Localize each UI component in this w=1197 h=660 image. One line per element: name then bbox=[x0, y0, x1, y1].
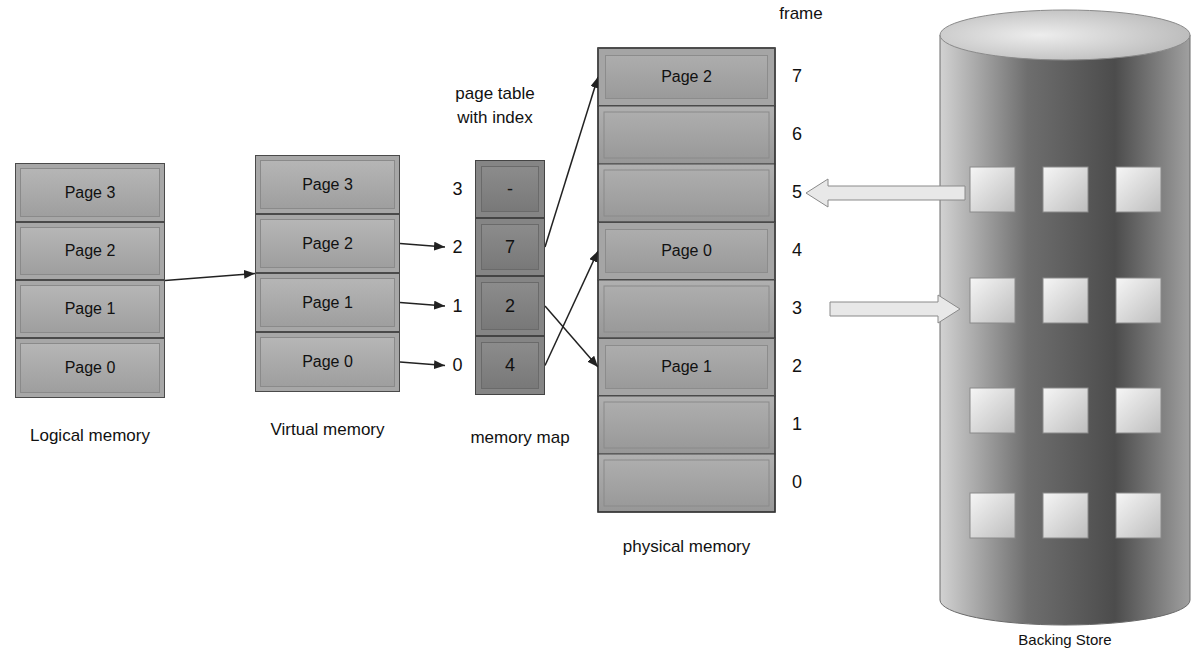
page-label: Page 1 bbox=[302, 294, 353, 312]
storage-label: Backing Store bbox=[1018, 631, 1111, 648]
table-cell: 2 bbox=[475, 276, 545, 336]
page-label: Page 2 bbox=[661, 68, 712, 86]
backing-store: Backing Store bbox=[940, 10, 1190, 625]
page-table-entry: 3- bbox=[445, 160, 545, 218]
frame-index: 2 bbox=[792, 356, 802, 376]
memory-label: Virtual memory bbox=[271, 420, 385, 439]
text-wrap: 3 bbox=[445, 160, 470, 218]
mapping-arrow bbox=[400, 362, 445, 366]
text-wrap: physical memory bbox=[578, 537, 795, 557]
page-index: 0 bbox=[452, 355, 462, 376]
page-label: Page 0 bbox=[65, 359, 116, 377]
page-index: 3 bbox=[452, 179, 462, 200]
frame-index: 0 bbox=[792, 472, 802, 492]
page-label: Page 0 bbox=[661, 242, 712, 260]
table-heading: page table with index bbox=[455, 84, 534, 127]
text-wrap: frame bbox=[776, 4, 826, 24]
frame-index: 1 bbox=[792, 414, 802, 434]
text-wrap: Virtual memory bbox=[245, 420, 410, 440]
page-box: Page 0 bbox=[15, 338, 165, 398]
memory-stack: Virtual memoryPage 3Page 2Page 1Page 0 bbox=[255, 155, 400, 392]
page-index: 1 bbox=[452, 296, 462, 317]
frame-number: 2 bbox=[505, 296, 515, 317]
page-table-entry: 27 bbox=[445, 218, 545, 276]
memory-label: Logical memory bbox=[30, 426, 150, 445]
text-wrap: 2 bbox=[782, 356, 812, 377]
memory-map-label: memory map bbox=[470, 428, 569, 447]
text-wrap: Logical memory bbox=[5, 426, 175, 446]
text-wrap: 2 bbox=[445, 218, 470, 276]
text-wrap: Backing Store bbox=[940, 631, 1190, 649]
page-box: Page 3 bbox=[255, 155, 400, 214]
storage-cylinder bbox=[940, 10, 1190, 625]
mapping-arrow bbox=[400, 303, 445, 307]
text-wrap: 1 bbox=[445, 276, 470, 336]
page-box: Page 1 bbox=[255, 273, 400, 332]
mapping-arrow bbox=[545, 306, 598, 367]
page-index: 2 bbox=[452, 237, 462, 258]
mapping-arrow bbox=[400, 244, 445, 248]
text-wrap: 6 bbox=[782, 124, 812, 145]
frame-number: 7 bbox=[505, 237, 515, 258]
page-table-entry: 04 bbox=[445, 336, 545, 395]
text-wrap: 5 bbox=[782, 182, 812, 203]
page-table-entry: 12 bbox=[445, 276, 545, 336]
frame-heading: frame bbox=[779, 4, 822, 23]
page-box: Page 2 bbox=[15, 222, 165, 280]
frame-index: 3 bbox=[792, 298, 802, 318]
page-label: Page 1 bbox=[661, 358, 712, 376]
page-label: Page 2 bbox=[302, 235, 353, 253]
text-wrap: 7 bbox=[782, 66, 812, 87]
frame-number: - bbox=[507, 179, 513, 200]
page-label: Page 3 bbox=[65, 184, 116, 202]
physical-memory: physical memoryPage 2Page 0Page 1 bbox=[598, 48, 775, 512]
text-wrap: 0 bbox=[782, 472, 812, 493]
page-label: Page 0 bbox=[302, 353, 353, 371]
text-wrap: 1 bbox=[782, 414, 812, 435]
page-box: Page 0 bbox=[255, 332, 400, 392]
page-box: Page 3 bbox=[15, 163, 165, 222]
frame-page-box: Page 2 bbox=[598, 48, 775, 106]
text-wrap: 3 bbox=[782, 298, 812, 319]
mapping-arrow bbox=[545, 77, 598, 247]
frame-index: 7 bbox=[792, 66, 802, 86]
frame-number: 4 bbox=[505, 355, 515, 376]
page-box: Page 2 bbox=[255, 214, 400, 273]
memory-stack: Logical memoryPage 3Page 2Page 1Page 0 bbox=[15, 163, 165, 398]
frame-index: 5 bbox=[792, 182, 802, 202]
table-cell: 4 bbox=[475, 336, 545, 395]
memory-label: physical memory bbox=[623, 537, 751, 556]
frame-cells bbox=[598, 48, 775, 512]
text-wrap: memory map bbox=[445, 428, 595, 448]
page-label: Page 3 bbox=[302, 176, 353, 194]
page-box: Page 1 bbox=[15, 280, 165, 338]
text-wrap: 4 bbox=[782, 240, 812, 261]
table-cell: - bbox=[475, 160, 545, 218]
page-label: Page 2 bbox=[65, 242, 116, 260]
table-cell: 7 bbox=[475, 218, 545, 276]
frame-page-box: Page 0 bbox=[598, 222, 775, 280]
frame-page-box: Page 1 bbox=[598, 338, 775, 396]
mapping-arrow bbox=[165, 274, 255, 281]
frame-index: 4 bbox=[792, 240, 802, 260]
page-table: page table with indexmemory map3-271204 bbox=[445, 160, 545, 395]
text-wrap: 0 bbox=[445, 336, 470, 395]
mapping-arrow bbox=[545, 251, 598, 366]
frame-index: 6 bbox=[792, 124, 802, 144]
text-wrap: page table with index bbox=[445, 82, 545, 130]
page-label: Page 1 bbox=[65, 300, 116, 318]
